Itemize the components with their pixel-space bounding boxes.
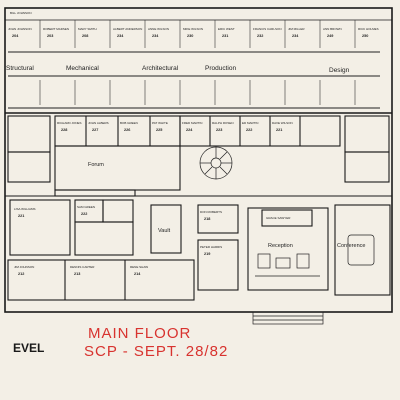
lower-section-walls — [5, 195, 392, 301]
top-office-number-8: 234 — [292, 34, 299, 38]
mid-office-name-5: RALPH ROSEN — [212, 121, 234, 125]
mid-office-name-0: RICHARD JONES — [57, 121, 82, 125]
mid-office-number-5: 223 — [216, 128, 222, 132]
top-office-number-6: 231 — [222, 34, 228, 38]
top-office-name-3: ALBERT ANDERSON — [113, 27, 142, 31]
top-office-name-8: JIM MILLER — [288, 27, 305, 31]
zone-mechanical: Mechanical — [66, 65, 99, 72]
entrance-steps — [252, 311, 324, 325]
low-office-name-4: RENE SHAW — [130, 265, 148, 269]
top-left-name: BILL JOHNSON — [10, 11, 32, 15]
mid-office-number-3: 225 — [156, 128, 162, 132]
building-outline — [4, 7, 393, 313]
reception-furniture — [255, 253, 320, 277]
spiral-staircase — [199, 146, 233, 180]
room-forum: Forum — [88, 162, 104, 168]
top-office-number-5: 230 — [187, 34, 193, 38]
low-office-name-1: SAM GREEN — [77, 205, 95, 209]
mid-office-number-6: 222 — [246, 128, 252, 132]
top-office-name-6: ERIC WEST — [218, 27, 235, 31]
low-office-name-0: LISA WILLIAMS — [14, 207, 36, 211]
mid-office-name-7: DAVE WILSON — [272, 121, 293, 125]
low-office-number-3: 213 — [74, 272, 80, 276]
room-conference: Conference — [337, 243, 365, 249]
low-office-number-0: 221 — [18, 214, 24, 218]
low-office-number-2: 212 — [18, 272, 24, 276]
top-office-number-7: 232 — [257, 34, 263, 38]
top-office-number-3: 234 — [117, 34, 124, 38]
low-office-number-4: 214 — [134, 272, 141, 276]
mid-office-number-0: 228 — [61, 128, 67, 132]
top-office-name-10: RICK HOLMES — [358, 27, 379, 31]
mid-office-name-1: JOHN ALBERS — [88, 121, 109, 125]
zone-structural: Structural — [6, 65, 34, 72]
low-office-name-6: PETER HARRIS — [200, 245, 222, 249]
top-office-name-2: MARY SMITH — [78, 27, 97, 31]
mid-office-number-7: 221 — [276, 128, 282, 132]
mid-office-number-4: 224 — [186, 128, 193, 132]
top-office-number-0: 204 — [12, 34, 19, 38]
mid-office-name-2: BOB GREEN — [120, 121, 138, 125]
annotation-main-floor: MAIN FLOOR — [88, 325, 191, 342]
top-office-number-1: 203 — [47, 34, 53, 38]
middle-offices: RICHARD JONES 228 JOHN ALBERS 227 BOB GREEN 2… — [57, 121, 293, 132]
top-offices: JOHN JOHNSON 204 ROBERT MADSEN 203 MARY SMIT… — [8, 27, 379, 38]
mid-office-number-2: 226 — [124, 128, 130, 132]
top-office-name-7: FRANCIS CARLSON — [253, 27, 282, 31]
low-office-number-6: 219 — [204, 252, 210, 256]
top-office-name-9: ANN BROWN — [323, 27, 342, 31]
top-office-number-4: 234 — [152, 34, 159, 38]
mid-office-name-6: ED MARTIN — [242, 121, 258, 125]
reception-desk-label: GRACE SAWYER — [266, 216, 291, 220]
low-office-number-5: 218 — [204, 217, 210, 221]
top-office-name-1: ROBERT MADSEN — [43, 27, 69, 31]
low-office-number-1: 222 — [81, 212, 87, 216]
zone-production: Production — [205, 65, 236, 72]
top-office-number-2: 208 — [82, 34, 88, 38]
top-cubicle-dividers — [39, 20, 356, 105]
low-office-name-2: JIM JOHNSON — [14, 265, 34, 269]
top-office-name-0: JOHN JOHNSON — [8, 27, 32, 31]
mid-office-name-4: FRED MARTIN — [182, 121, 202, 125]
low-office-name-5: DON ROBERTS — [200, 210, 222, 214]
top-office-number-9: 249 — [327, 34, 333, 38]
zone-architectural: Architectural — [142, 65, 179, 72]
middle-section-walls — [7, 115, 390, 197]
room-reception: Reception — [268, 243, 293, 249]
top-office-name-5: MIKE WILSON — [183, 27, 203, 31]
zone-design: Design — [329, 67, 350, 74]
annotation-date: SCP - SEPT. 28/82 — [84, 343, 228, 360]
mid-office-name-3: PAT WHITE — [152, 121, 168, 125]
level-label: EVEL — [13, 341, 44, 355]
low-office-name-3: DENNIS CARTER — [70, 265, 95, 269]
top-office-number-10: 250 — [362, 34, 368, 38]
conference-table — [347, 234, 375, 266]
mid-office-number-1: 227 — [92, 128, 98, 132]
top-office-name-4: ANNE WILSON — [148, 27, 169, 31]
room-vault: Vault — [158, 228, 171, 234]
top-zone-walls — [8, 51, 380, 109]
